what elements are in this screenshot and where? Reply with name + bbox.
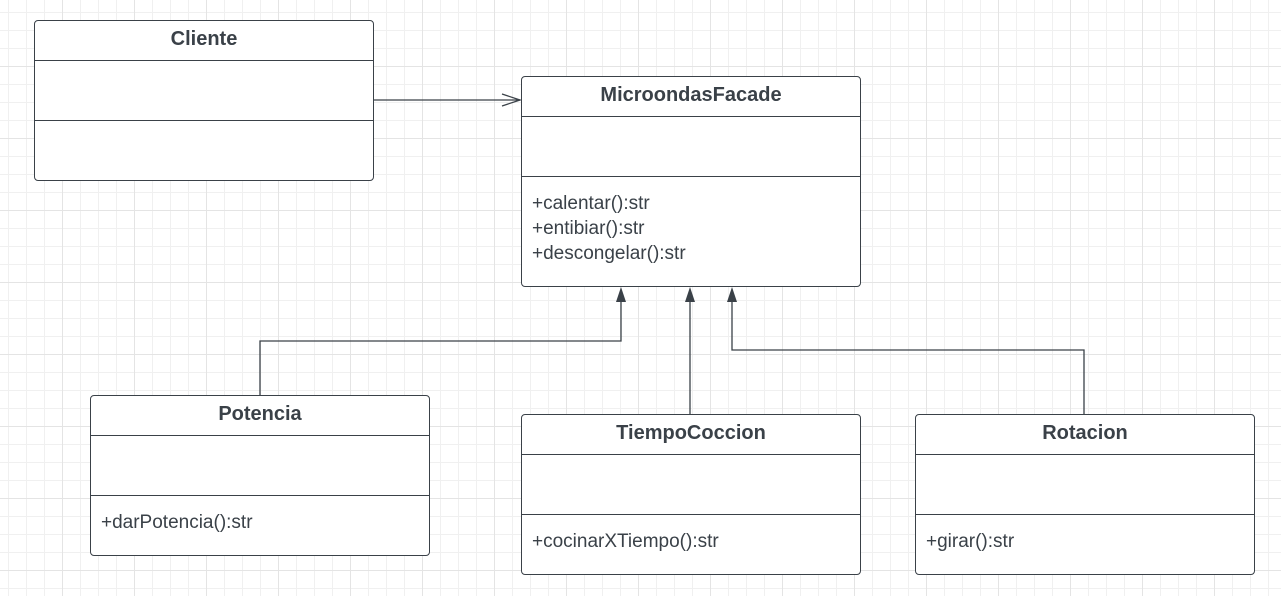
class-tiempo-coccion[interactable]: TiempoCoccion +cocinarXTiempo():str — [521, 414, 861, 575]
method-dar-potencia: +darPotencia():str — [101, 512, 253, 533]
method-calentar: +calentar():str — [532, 193, 650, 214]
class-methods: +cocinarXTiempo():str — [522, 515, 860, 554]
arrowhead-rotacion — [727, 287, 737, 302]
class-methods: +darPotencia():str — [91, 496, 429, 535]
class-name: Cliente — [35, 21, 373, 61]
arrowhead-potencia — [616, 287, 626, 302]
arrowhead-tiempo — [685, 287, 695, 302]
class-attributes — [35, 61, 373, 121]
class-attributes — [916, 455, 1254, 515]
class-methods: +calentar():str +entibiar():str +descong… — [522, 177, 860, 266]
class-methods — [35, 121, 373, 135]
class-rotacion[interactable]: Rotacion +girar():str — [915, 414, 1255, 575]
class-microondas-facade[interactable]: MicroondasFacade +calentar():str +entibi… — [521, 76, 861, 287]
class-name: Potencia — [91, 396, 429, 436]
method-cocinar-x-tiempo: +cocinarXTiempo():str — [532, 531, 719, 552]
class-cliente[interactable]: Cliente — [34, 20, 374, 181]
method-entibiar: +entibiar():str — [532, 218, 645, 239]
relation-potencia-facade — [259, 301, 622, 395]
class-methods: +girar():str — [916, 515, 1254, 554]
class-attributes — [91, 436, 429, 496]
method-descongelar: +descongelar():str — [532, 243, 686, 264]
class-attributes — [522, 455, 860, 515]
class-potencia[interactable]: Potencia +darPotencia():str — [90, 395, 430, 556]
relation-rotacion-facade — [731, 301, 1085, 414]
class-name: TiempoCoccion — [522, 415, 860, 455]
method-girar: +girar():str — [926, 531, 1015, 552]
class-attributes — [522, 117, 860, 177]
class-name: Rotacion — [916, 415, 1254, 455]
class-name: MicroondasFacade — [522, 77, 860, 117]
